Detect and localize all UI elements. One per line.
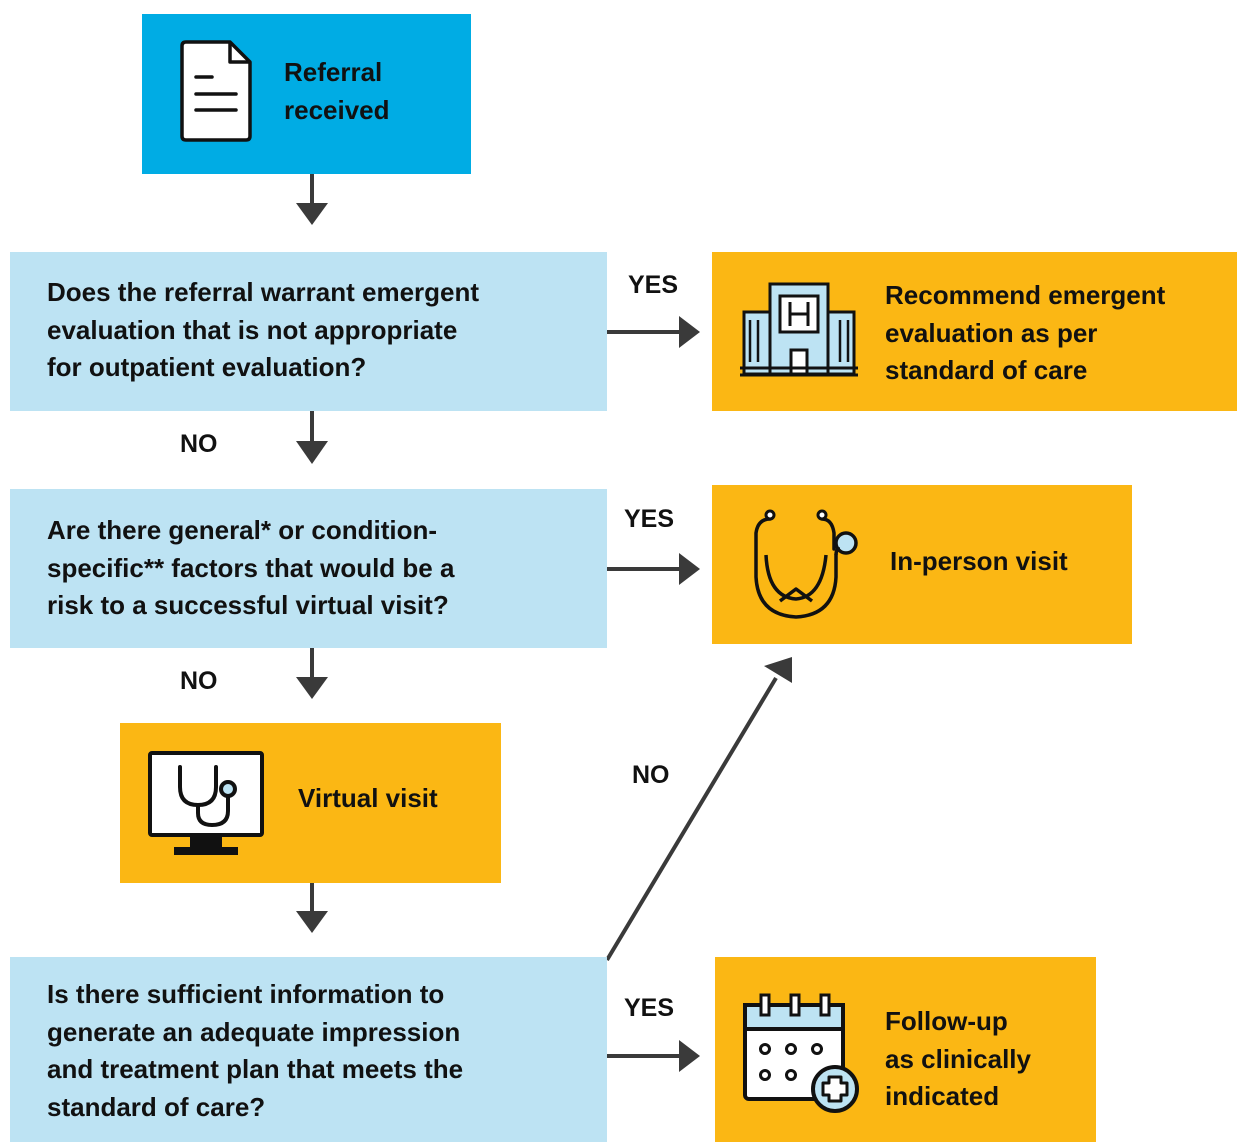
arrow-virtual-to-q3 bbox=[296, 883, 328, 933]
node-label: Follow-up as clinically indicated bbox=[885, 1006, 1031, 1111]
node-follow-up: Follow-up as clinically indicated bbox=[715, 957, 1096, 1142]
arrow-q2-no bbox=[296, 648, 328, 699]
node-emergent-evaluation: Recommend emergent evaluation as per sta… bbox=[712, 252, 1237, 411]
document-icon bbox=[180, 40, 252, 142]
monitor-stethoscope-icon bbox=[148, 751, 264, 855]
node-label: Is there sufficient information to gener… bbox=[47, 979, 464, 1122]
edge-label-yes: YES bbox=[624, 505, 675, 533]
arrow-q3-no bbox=[605, 657, 792, 962]
arrow-q1-yes bbox=[607, 316, 700, 348]
node-label: Recommend emergent evaluation as per sta… bbox=[885, 280, 1166, 385]
edge-label-no: NO bbox=[180, 667, 218, 695]
edge-label-no: NO bbox=[632, 761, 670, 789]
node-label: Virtual visit bbox=[298, 783, 438, 813]
arrow-referral-to-q1 bbox=[296, 174, 328, 225]
node-virtual-visit: Virtual visit bbox=[120, 723, 501, 883]
arrow-q1-no bbox=[296, 411, 328, 464]
node-question-sufficient: Is there sufficient information to gener… bbox=[10, 957, 607, 1142]
node-label: Does the referral warrant emergent evalu… bbox=[47, 277, 480, 382]
node-label: Referral received bbox=[284, 57, 390, 125]
edge-label-yes: YES bbox=[624, 994, 675, 1022]
calendar-plus-icon bbox=[743, 993, 859, 1113]
arrow-q2-yes bbox=[607, 553, 700, 585]
stethoscope-icon bbox=[754, 509, 858, 619]
node-label: In-person visit bbox=[890, 546, 1068, 576]
node-referral-received: Referral received bbox=[142, 14, 471, 174]
node-label: Are there general* or condition- specifi… bbox=[47, 515, 455, 620]
edge-label-no: NO bbox=[180, 430, 218, 458]
hospital-icon bbox=[740, 282, 858, 377]
edge-label-yes: YES bbox=[628, 271, 679, 299]
node-question-risk: Are there general* or condition- specifi… bbox=[10, 489, 607, 648]
arrow-q3-yes bbox=[607, 1040, 700, 1072]
node-in-person-visit: In-person visit bbox=[712, 485, 1132, 644]
node-question-emergent: Does the referral warrant emergent evalu… bbox=[10, 252, 607, 411]
